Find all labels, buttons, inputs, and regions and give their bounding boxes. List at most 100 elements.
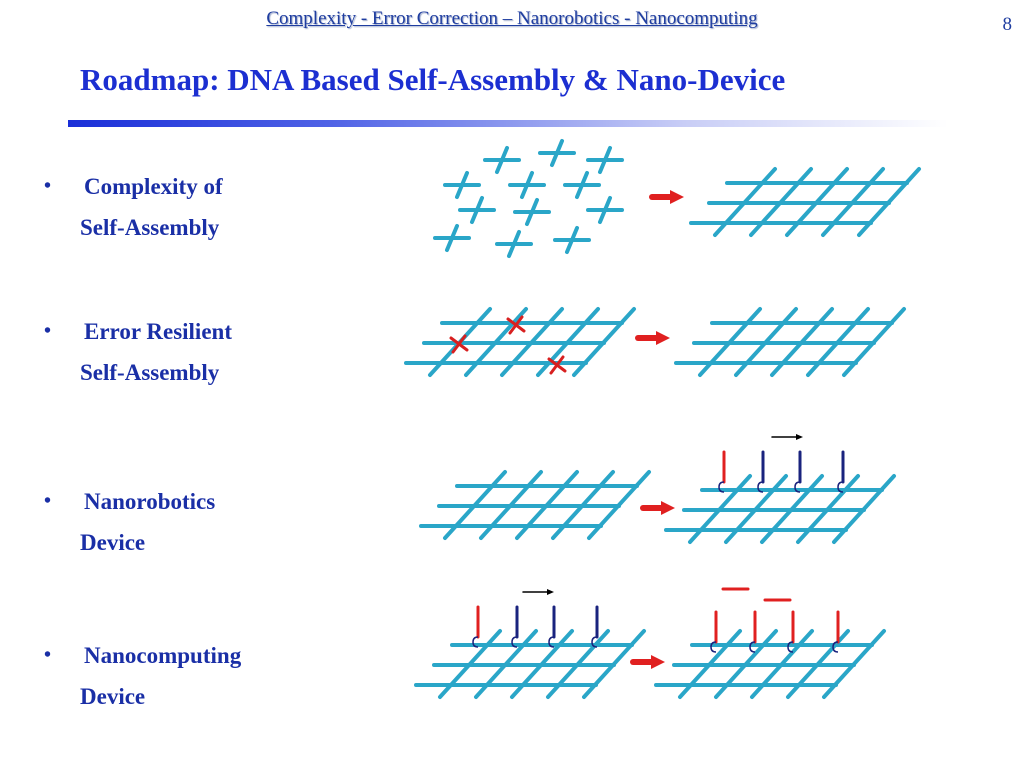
- red-right-arrow-icon: [630, 655, 665, 669]
- lattice-strand: [510, 629, 574, 699]
- lattice-strand: [724, 474, 788, 544]
- dna-walker: [511, 605, 519, 648]
- lattice-strand: [582, 629, 646, 699]
- bullet-line-1: Nanocomputing: [84, 643, 242, 668]
- bullet-dot-icon: •: [44, 490, 52, 512]
- lattice-strand: [842, 307, 906, 377]
- tile-strand: [598, 196, 612, 224]
- dna-tile: [433, 224, 471, 252]
- red-right-arrow-icon: [649, 190, 684, 204]
- lattice-strand: [770, 307, 834, 377]
- dna-walker: [749, 610, 757, 653]
- x-stroke: [549, 355, 565, 375]
- dna-lattice: [414, 629, 646, 699]
- dna-lattice: [419, 470, 651, 540]
- tile-strand: [445, 224, 459, 252]
- slide-title: Roadmap: DNA Based Self-Assembly & Nano-…: [80, 62, 786, 97]
- dna-walker: [591, 605, 599, 648]
- lattice-strand: [551, 470, 615, 540]
- red-right-arrow-icon: [635, 331, 670, 345]
- dna-lattice: [674, 307, 906, 377]
- dna-walker: [837, 450, 845, 493]
- bullet-line-1: Complexity of: [84, 174, 223, 199]
- lattice-strand: [832, 474, 896, 544]
- dna-tile: [508, 171, 546, 199]
- dna-walker: [718, 450, 726, 493]
- lattice-strand: [587, 470, 651, 540]
- x-stroke: [508, 315, 524, 335]
- dna-walker: [787, 610, 795, 653]
- lattice-strand: [749, 167, 813, 237]
- lattice-strand: [796, 474, 860, 544]
- dna-lattice: [404, 307, 636, 377]
- lattice-strand: [785, 167, 849, 237]
- walker-foot: [511, 636, 518, 648]
- bullet-line-2: Device: [80, 530, 146, 555]
- lattice-strand: [678, 629, 742, 699]
- red-right-arrow-icon: [640, 501, 675, 515]
- title-gradient-rule: [68, 120, 948, 127]
- walker-foot: [837, 481, 844, 493]
- bullet-dot-icon: •: [44, 644, 52, 666]
- dna-walker: [794, 450, 802, 493]
- dna-walker: [710, 610, 718, 653]
- diagram-row-error-resilient: [404, 307, 906, 377]
- lattice-strand: [688, 474, 752, 544]
- bullet-dot-icon: •: [44, 175, 52, 197]
- dna-tile: [495, 230, 533, 258]
- dna-lattice: [689, 167, 921, 237]
- tile-strand: [455, 171, 469, 199]
- lattice-strand: [546, 629, 610, 699]
- dna-tile: [513, 198, 551, 226]
- diagram-row-nanocomputing: [414, 587, 886, 699]
- lattice-strand: [857, 167, 921, 237]
- walker-foot: [832, 641, 839, 653]
- lattice-strand: [572, 307, 636, 377]
- lattice-strand: [479, 470, 543, 540]
- tile-strand: [470, 196, 484, 224]
- dna-tile: [538, 139, 576, 167]
- lattice-strand: [474, 629, 538, 699]
- lattice-strand: [464, 307, 528, 377]
- walker-foot: [718, 481, 725, 493]
- tile-strand: [520, 171, 534, 199]
- tile-strand: [565, 226, 579, 254]
- red-x-mark-icon: [449, 334, 469, 354]
- lattice-strand: [698, 307, 762, 377]
- lattice-strand: [714, 629, 778, 699]
- tile-strand: [550, 139, 564, 167]
- bullet-line-2: Device: [80, 684, 146, 709]
- dna-tile: [483, 146, 521, 174]
- walker-foot: [787, 641, 794, 653]
- lattice-strand: [734, 307, 798, 377]
- arrow-head: [651, 655, 665, 669]
- dna-tile: [458, 196, 496, 224]
- tile-strand: [575, 171, 589, 199]
- bullet-line-2: Self-Assembly: [80, 215, 220, 240]
- red-x-mark-icon: [506, 315, 526, 335]
- lattice-strand: [515, 470, 579, 540]
- page-number: 8: [1002, 14, 1013, 35]
- walker-foot: [548, 636, 555, 648]
- diagram-row-nanorobotics: [419, 434, 896, 544]
- arrow-head: [547, 589, 554, 595]
- red-x-mark-icon: [547, 355, 567, 375]
- lattice-strand: [822, 629, 886, 699]
- walker-foot: [794, 481, 801, 493]
- dna-lattice: [654, 629, 886, 699]
- dna-tile: [586, 146, 624, 174]
- bullet-line-1: Nanorobotics: [84, 489, 216, 514]
- lattice-strand: [760, 474, 824, 544]
- arrow-head: [656, 331, 670, 345]
- arrow-head: [670, 190, 684, 204]
- dna-tile: [553, 226, 591, 254]
- walker-foot: [591, 636, 598, 648]
- diagram-row-complexity: [433, 139, 921, 258]
- arrow-head: [796, 434, 803, 440]
- walker-foot: [757, 481, 764, 493]
- slide-header: Complexity - Error Correction – Nanorobo…: [266, 8, 758, 29]
- walker-foot: [710, 641, 717, 653]
- tile-strand: [495, 146, 509, 174]
- lattice-strand: [443, 470, 507, 540]
